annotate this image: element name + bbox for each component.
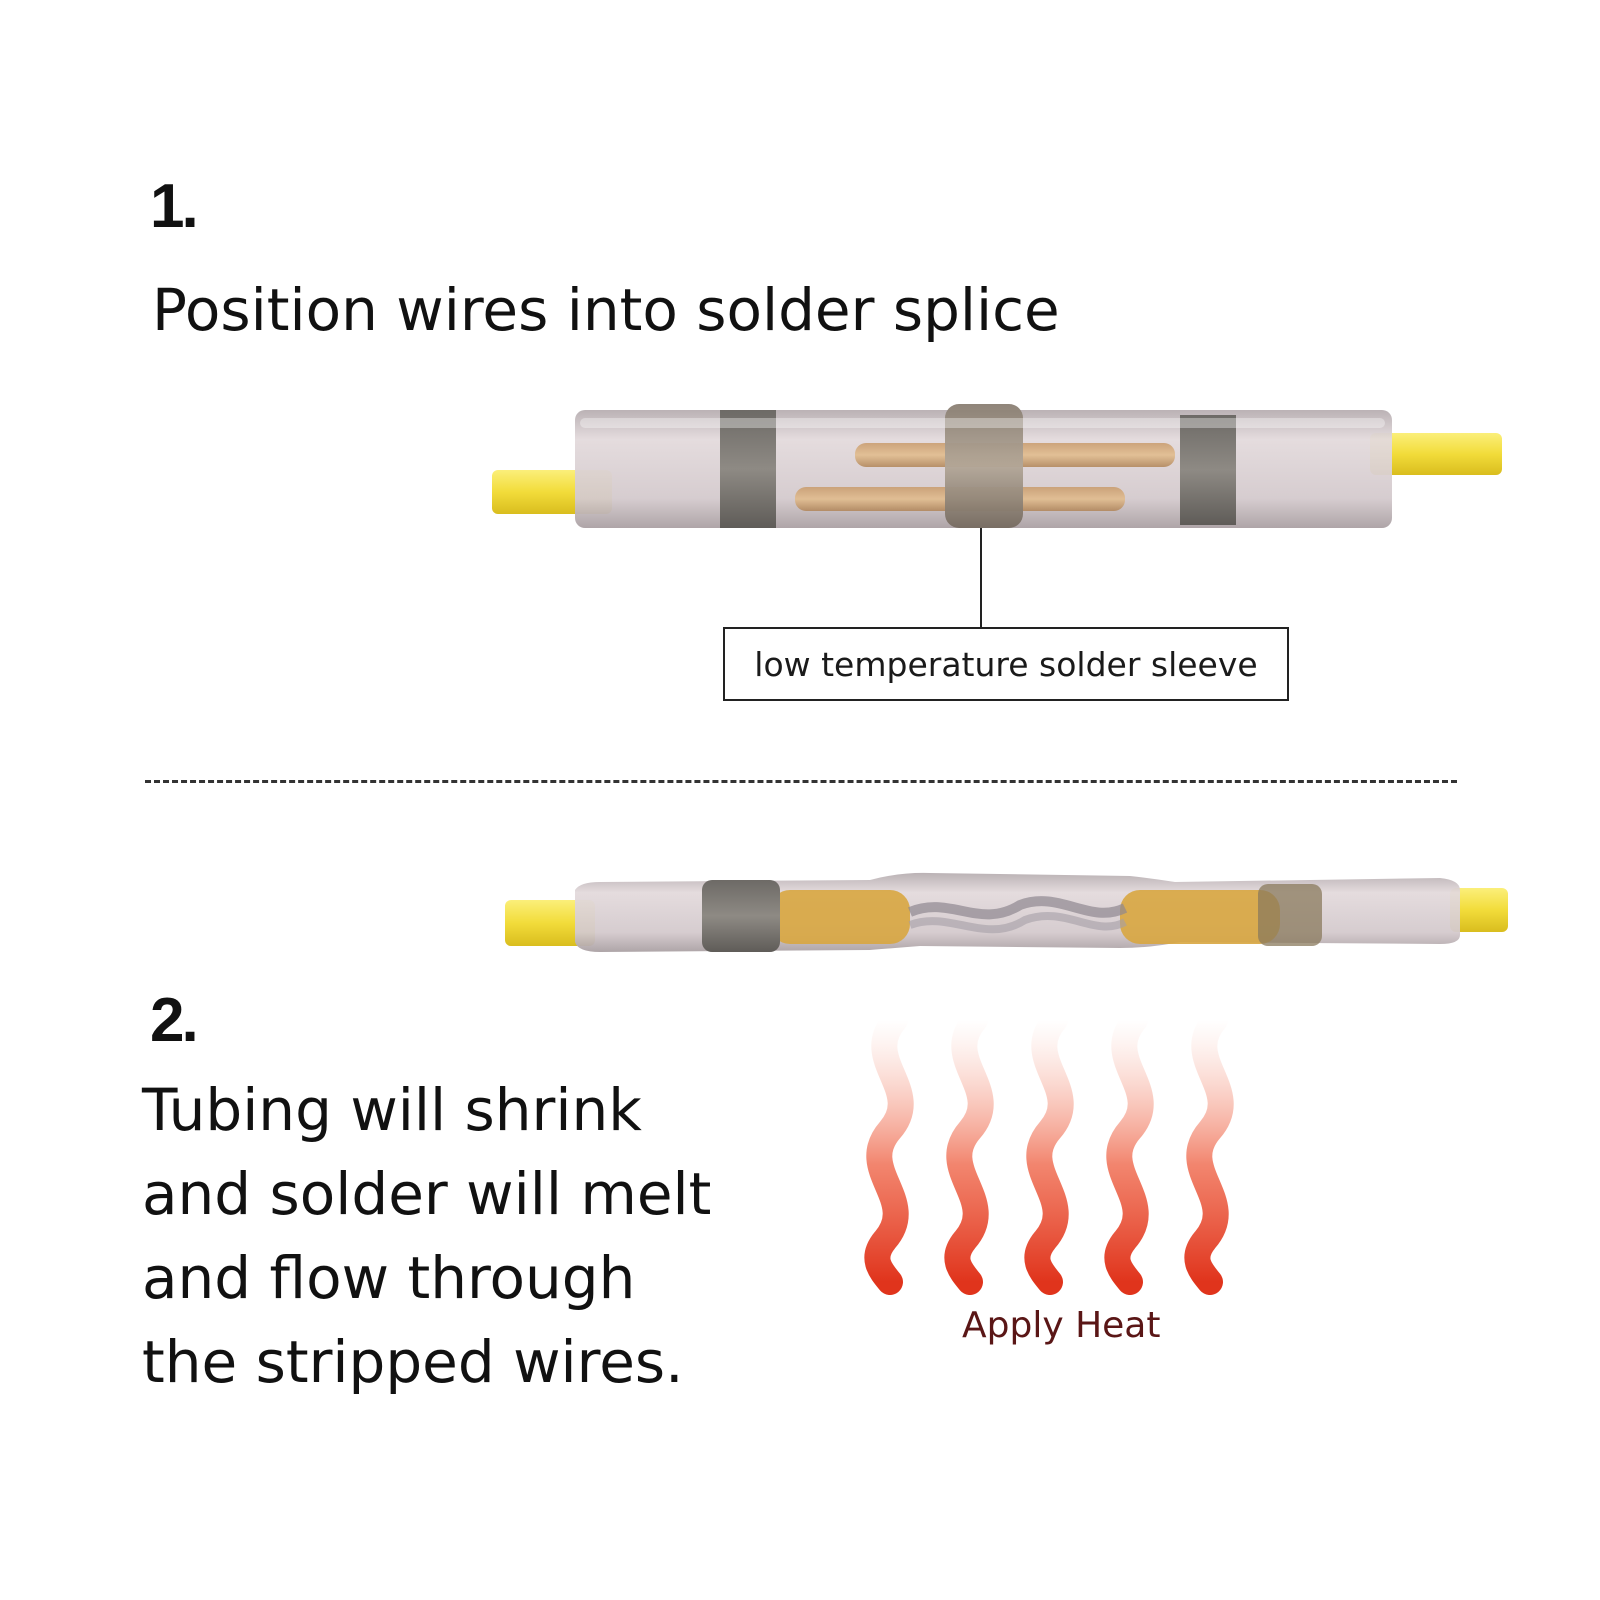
step2-left-ring [702, 880, 780, 952]
twisted-wire-core [908, 896, 1128, 920]
heat-wave-2 [944, 1007, 994, 1295]
heat-wave-4 [1104, 1007, 1154, 1295]
step-2-line-1: Tubing will shrink [142, 1076, 642, 1144]
right-sealing-ring [1180, 415, 1236, 525]
heat-wave-3 [1024, 1007, 1074, 1295]
section-divider [145, 780, 1457, 783]
melted-solder-right [1120, 890, 1280, 944]
solder-sleeve [945, 404, 1023, 528]
step-2-line-3: and flow through [142, 1244, 636, 1312]
step-2-instruction: Tubing will shrink and solder will melt … [142, 1068, 711, 1404]
step-1-number: 1. [150, 172, 199, 241]
step-2-number: 2. [150, 986, 199, 1055]
heat-wave-1 [864, 1007, 914, 1295]
heat-waves-icon [864, 1007, 1234, 1295]
callout-leader-line [980, 528, 982, 628]
apply-heat-label: Apply Heat [962, 1305, 1161, 1346]
step-2-line-4: the stripped wires. [142, 1328, 684, 1396]
twisted-wire-core-2 [908, 912, 1127, 934]
solder-sleeve-callout: low temperature solder sleeve [723, 627, 1289, 701]
step-1-instruction: Position wires into solder splice [152, 276, 1060, 344]
right-wire [1370, 433, 1502, 475]
step2-right-ring [1258, 884, 1322, 946]
heat-wave-5 [1184, 1007, 1234, 1295]
step2-right-wire [1450, 888, 1508, 932]
melted-solder-left [770, 890, 910, 944]
sleeve-highlight [580, 418, 1385, 428]
step-2-line-2: and solder will melt [142, 1160, 712, 1228]
left-sealing-ring [720, 410, 776, 528]
step2-left-wire [505, 900, 595, 946]
